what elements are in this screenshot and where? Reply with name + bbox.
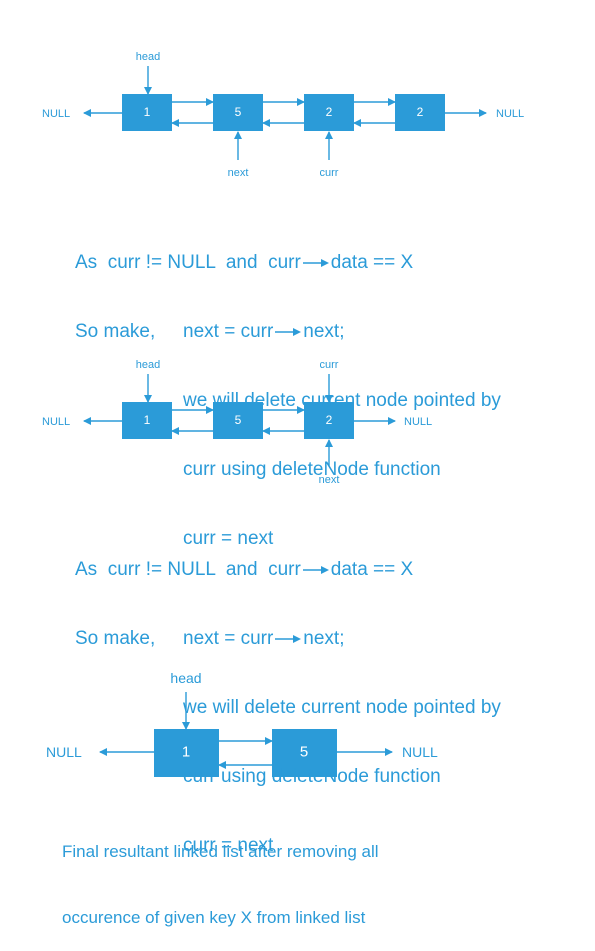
- null-right-label: NULL: [404, 416, 432, 428]
- null-left-label: NULL: [42, 416, 70, 428]
- curr-label: curr: [320, 167, 339, 179]
- null-left-label: NULL: [42, 108, 70, 120]
- node-value: 1: [182, 744, 190, 761]
- list-node: [304, 94, 354, 131]
- final-note-line: Final resultant linked list after removi…: [62, 842, 379, 861]
- head-label: head: [170, 670, 201, 686]
- list-node: [122, 94, 172, 131]
- node-value: 5: [300, 744, 308, 761]
- diagram-2: head NULL 1 5 2 NULL curr next: [42, 359, 432, 486]
- node-value: 2: [417, 105, 424, 119]
- assign-line: curr = next: [183, 835, 274, 856]
- node-value: 2: [326, 105, 333, 119]
- node-value: 5: [235, 105, 242, 119]
- node-value: 5: [235, 413, 242, 427]
- list-node: [122, 402, 172, 439]
- next-label: next: [319, 474, 340, 486]
- list-node: [272, 729, 337, 777]
- curr-label: curr: [320, 359, 339, 371]
- delete-line: we will delete current node pointed by: [183, 390, 501, 411]
- null-right-label: NULL: [496, 108, 524, 120]
- head-label: head: [136, 359, 160, 371]
- right-arrow-icon: [301, 558, 331, 581]
- final-note: Final resultant linked list after removi…: [62, 797, 379, 951]
- diagram-1: head NULL 1 5 2 2 NULL next curr: [42, 51, 524, 179]
- final-note-line: occurence of given key X from linked lis…: [62, 908, 366, 927]
- node-value: 1: [144, 413, 151, 427]
- delete-line: we will delete current node pointed by: [183, 697, 501, 718]
- delete-line-cont: curr using deleteNode function: [183, 459, 441, 480]
- right-arrow-icon: [273, 627, 303, 650]
- list-node: [395, 94, 445, 131]
- null-right-label: NULL: [402, 744, 438, 760]
- node-value: 2: [326, 413, 333, 427]
- right-arrow-icon: [301, 251, 331, 274]
- diagram-canvas: head NULL 1 5 2 2 NULL next curr head NU…: [42, 51, 524, 777]
- null-left-label: NULL: [46, 744, 82, 760]
- list-node: [213, 94, 263, 131]
- right-arrow-icon: [273, 320, 303, 343]
- list-node: [304, 402, 354, 439]
- list-node: [213, 402, 263, 439]
- head-label: head: [136, 51, 160, 63]
- node-value: 1: [144, 105, 151, 119]
- list-node: [154, 729, 219, 777]
- assign-line: curr = next: [183, 528, 274, 549]
- diagram-3: head NULL 1 5 NULL: [46, 670, 438, 777]
- delete-line-cont: curr using deleteNode function: [183, 766, 441, 787]
- next-label: next: [228, 167, 249, 179]
